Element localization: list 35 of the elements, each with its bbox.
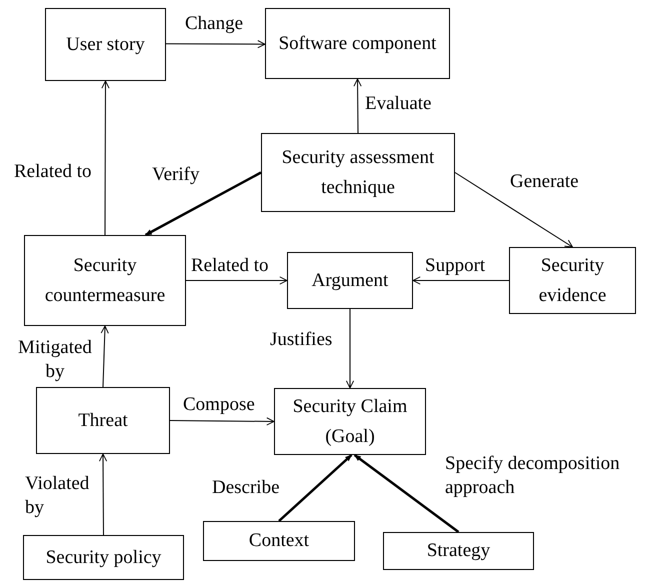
node-label: Threat <box>78 408 128 432</box>
concept-box <box>24 235 186 326</box>
arrow <box>170 417 274 426</box>
arrow <box>346 308 354 388</box>
concept-box <box>509 247 636 314</box>
arrow <box>166 40 266 48</box>
node-label: Security evidence <box>538 254 608 308</box>
concept-box <box>383 532 534 570</box>
arrow <box>100 326 109 388</box>
node-label: Context <box>248 529 310 553</box>
arrow <box>144 171 262 236</box>
node-label: Security countermeasure <box>44 254 166 308</box>
arrow <box>454 172 573 248</box>
arrow <box>354 78 362 134</box>
arrow <box>101 80 110 236</box>
concept-box <box>36 387 170 454</box>
node-label: Software component <box>278 32 436 56</box>
arrow <box>278 454 352 522</box>
node-label: Security Claim (Goal) <box>292 394 408 448</box>
arrow <box>99 454 108 536</box>
concept-box <box>45 8 166 81</box>
arrow <box>354 454 460 533</box>
arrow <box>412 276 510 285</box>
concept-box <box>287 252 413 309</box>
node-label: Security policy <box>46 546 162 570</box>
node-label: User story <box>66 32 145 56</box>
concept-box <box>274 388 426 455</box>
concept-box <box>203 521 355 561</box>
node-label: Security assessment technique <box>280 146 436 200</box>
concept-box <box>261 133 455 212</box>
node-label: Argument <box>312 268 388 292</box>
concept-box <box>23 535 184 580</box>
arrow <box>186 276 288 285</box>
node-label: Strategy <box>426 539 490 563</box>
concept-box <box>265 8 450 79</box>
